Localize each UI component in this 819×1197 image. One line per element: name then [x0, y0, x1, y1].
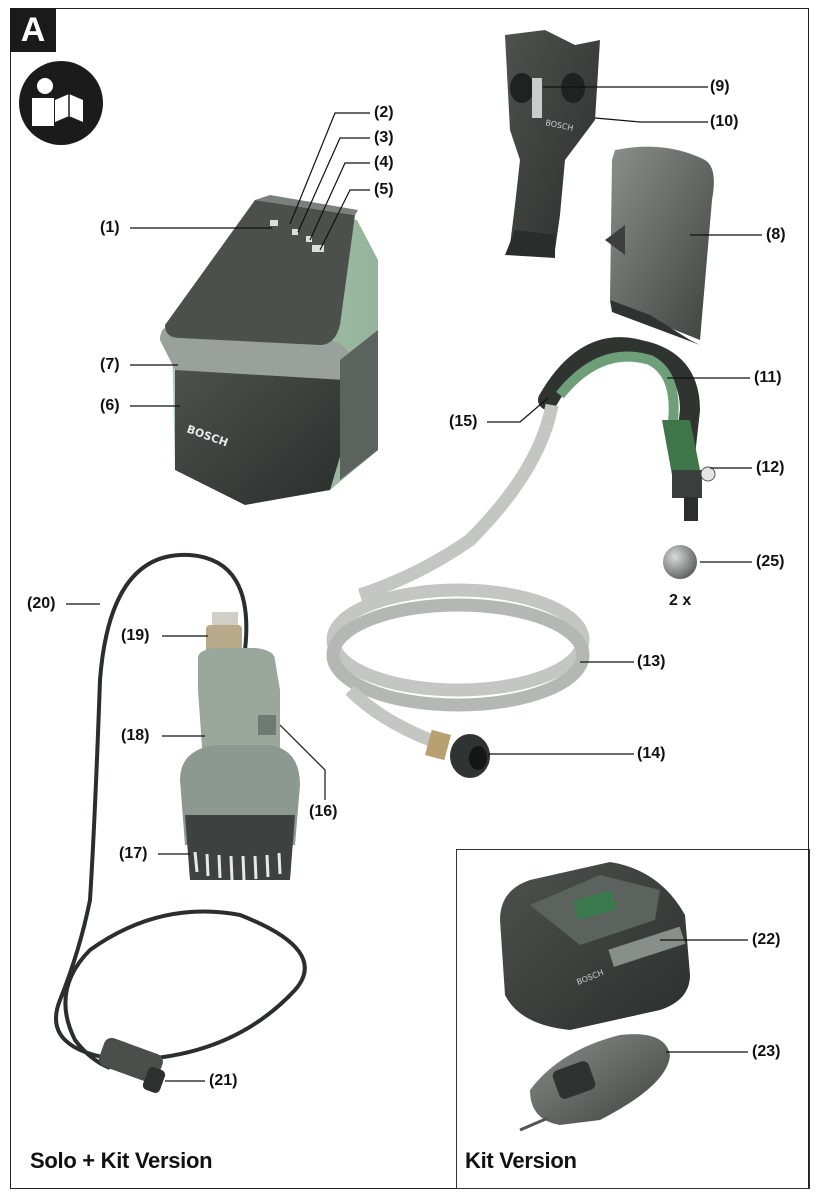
- callout-19: (19): [121, 627, 150, 644]
- belt-clip: [605, 146, 714, 345]
- wall-holder: BOSCH: [505, 30, 600, 258]
- read-manual-icon: [19, 61, 103, 145]
- spray-lance: [538, 337, 716, 521]
- battery-pack: BOSCH: [160, 195, 378, 505]
- callout-10: (10): [710, 113, 739, 130]
- figure-badge: A: [10, 8, 56, 52]
- callout-leader-lines: [66, 86, 762, 1082]
- garden-hose: [326, 403, 590, 778]
- kit-version-box: [456, 849, 810, 1189]
- callout-11: (11): [754, 369, 782, 386]
- callout-16: (16): [309, 803, 338, 820]
- callout-21: (21): [209, 1072, 238, 1089]
- callout-5: (5): [374, 181, 394, 198]
- callout-3: (3): [374, 129, 394, 146]
- submersible-pump: [180, 612, 300, 881]
- callout-18: (18): [121, 727, 150, 744]
- callout-12: (12): [756, 459, 785, 476]
- kit-version-label: Kit Version: [465, 1148, 577, 1173]
- quantity-note: 2 x: [669, 592, 692, 609]
- pump-cable: [54, 552, 307, 1093]
- callout-17: (17): [119, 845, 148, 862]
- figure-frame: [10, 8, 809, 1189]
- charger-plug: [519, 1034, 670, 1132]
- callout-7: (7): [100, 356, 120, 373]
- callout-2: (2): [374, 104, 394, 121]
- callout-14: (14): [637, 745, 666, 762]
- spare-ball: [663, 545, 697, 579]
- callout-9: (9): [710, 78, 730, 95]
- callout-13: (13): [637, 653, 666, 670]
- callout-6: (6): [100, 397, 120, 414]
- callout-23: (23): [752, 1043, 781, 1060]
- callout-1: (1): [100, 219, 120, 236]
- callout-20: (20): [27, 595, 56, 612]
- callout-15: (15): [449, 413, 478, 430]
- callout-22: (22): [752, 931, 781, 948]
- solo-kit-version-label: Solo + Kit Version: [30, 1148, 213, 1173]
- callout-25: (25): [756, 553, 785, 570]
- callout-4: (4): [374, 154, 394, 171]
- callout-8: (8): [766, 226, 786, 243]
- battery-charger: BOSCH: [500, 862, 690, 1030]
